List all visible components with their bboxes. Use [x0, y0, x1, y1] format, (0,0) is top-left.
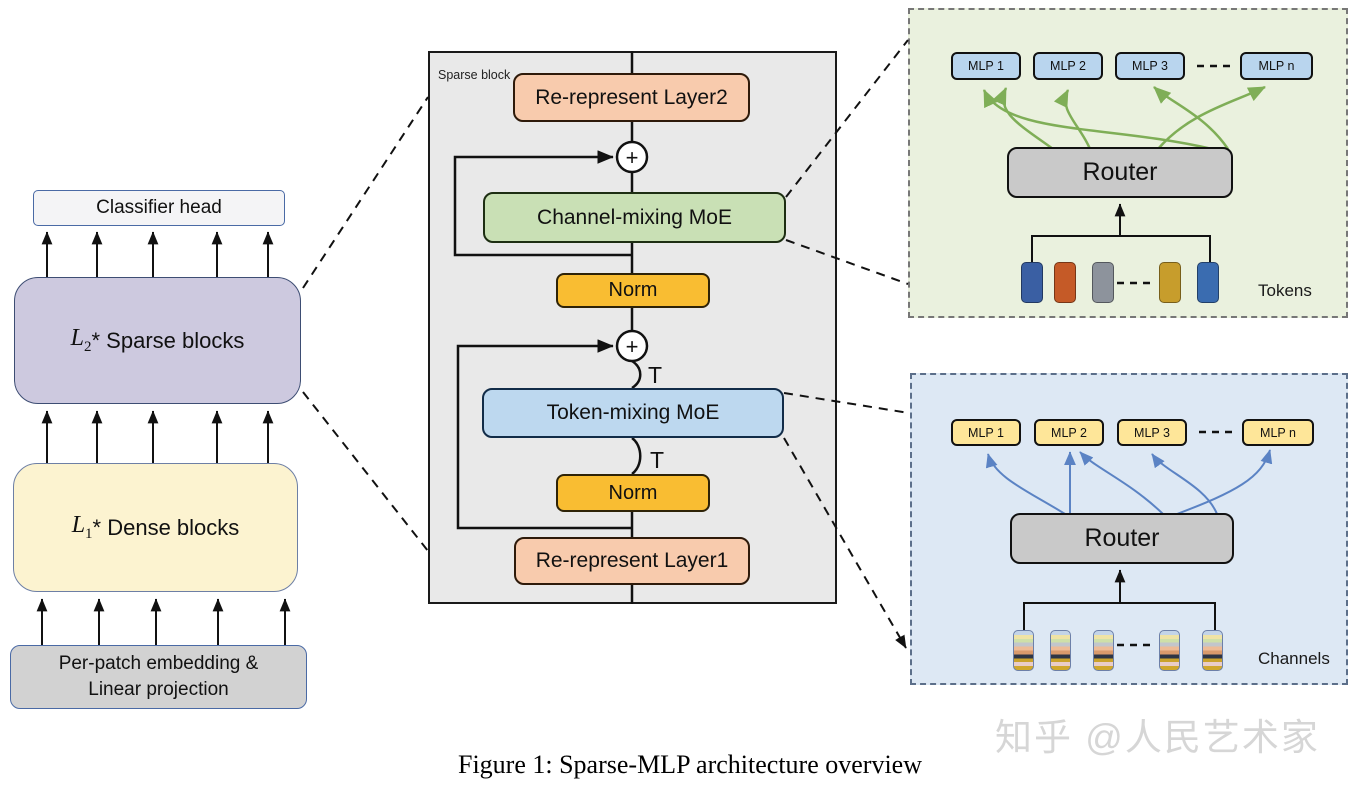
- re-represent-layer2-label: Re-represent Layer2: [535, 85, 728, 109]
- norm-top-box: Norm: [556, 273, 710, 308]
- mlp-box-1: MLP 1: [951, 419, 1021, 446]
- callout-connectors: [302, 39, 910, 649]
- mlp-label: MLP 2: [1051, 425, 1087, 440]
- mlp-box-2: MLP 2: [1033, 52, 1103, 80]
- patch-embedding-line1: Per-patch embedding &: [58, 653, 259, 675]
- plus-icon: +: [626, 145, 639, 170]
- channel-router-box: Router: [1010, 513, 1234, 564]
- mlp-label: MLP 3: [1132, 59, 1168, 73]
- patch-embedding-line2: Linear projection: [88, 679, 229, 700]
- add-circle-bottom: [615, 329, 649, 363]
- router-to-mlp-arrows-blue: [985, 449, 1273, 515]
- channel-chip: [1050, 630, 1071, 671]
- re-represent-layer1-label: Re-represent Layer1: [535, 549, 729, 572]
- add-circle-top: [615, 140, 649, 174]
- channel-chip: [1013, 630, 1034, 671]
- mlp-label: MLP n: [1260, 425, 1296, 440]
- plus-icon: +: [626, 334, 639, 359]
- sparse-block-panel-label: Sparse block: [438, 68, 511, 82]
- token-chip: [1021, 262, 1043, 303]
- mlp-box-n: MLP n: [1240, 52, 1313, 80]
- mlp-label: MLP n: [1258, 59, 1295, 73]
- residual-skip-top: [453, 150, 632, 257]
- transpose-label: T: [650, 447, 664, 473]
- channel-moe-wiring: [985, 430, 1273, 647]
- dense-blocks-label: * Dense blocks: [92, 514, 240, 540]
- mlp-box-1: MLP 1: [951, 52, 1021, 80]
- router-to-mlp-arrows-green: [982, 85, 1266, 151]
- channels-label: Channels: [1258, 649, 1330, 668]
- mlp-box-n: MLP n: [1242, 419, 1314, 446]
- figure-caption: Figure 1: Sparse-MLP architecture overvi…: [457, 750, 922, 779]
- l1-math: L1: [71, 512, 93, 542]
- mlp-label: MLP 2: [1050, 59, 1086, 73]
- mlp-box-3: MLP 3: [1115, 52, 1185, 80]
- mlp-box-3: MLP 3: [1117, 419, 1187, 446]
- re-represent-layer2-box: Re-represent Layer2: [513, 73, 750, 122]
- dense-blocks-box: L1 * Dense blocks: [13, 463, 298, 592]
- channel-mixing-moe-label: Channel-mixing MoE: [537, 205, 732, 229]
- sparse-blocks-box: L2 * Sparse blocks: [14, 277, 301, 404]
- channel-chip: [1202, 630, 1223, 671]
- norm-bottom-label: Norm: [608, 481, 658, 504]
- l2-math: L2: [70, 325, 92, 355]
- add-nodes: + + T T: [615, 140, 664, 473]
- sparse-block-spine: [453, 51, 642, 604]
- token-mixing-moe-box: Token-mixing MoE: [482, 388, 784, 438]
- token-chip: [1197, 262, 1219, 303]
- token-chip: [1054, 262, 1076, 303]
- norm-top-label: Norm: [608, 279, 658, 301]
- channel-chip: [1159, 630, 1180, 671]
- router-label: Router: [1082, 158, 1158, 186]
- stack-arrows: [36, 231, 291, 645]
- mlp-label: MLP 1: [968, 425, 1004, 440]
- channel-mixing-moe-box: Channel-mixing MoE: [483, 192, 786, 243]
- token-chip: [1159, 262, 1181, 303]
- classifier-head-box: Classifier head: [33, 190, 285, 226]
- tokens-label: Tokens: [1258, 281, 1312, 300]
- mlp-box-2: MLP 2: [1034, 419, 1104, 446]
- mlp-label: MLP 3: [1134, 425, 1170, 440]
- channel-chip: [1093, 630, 1114, 671]
- watermark: 知乎 @人民艺术家: [995, 717, 1320, 758]
- token-moe-wiring: [982, 64, 1266, 285]
- token-router-box: Router: [1007, 147, 1233, 198]
- residual-skip-bottom: [456, 339, 632, 530]
- token-mixing-moe-label: Token-mixing MoE: [546, 401, 720, 424]
- sparse-blocks-label: * Sparse blocks: [91, 327, 245, 353]
- mlp-label: MLP 1: [968, 59, 1004, 73]
- patch-embedding-box: Per-patch embedding & Linear projection: [10, 645, 307, 709]
- re-represent-layer1-box: Re-represent Layer1: [514, 537, 750, 585]
- token-chip: [1092, 262, 1114, 303]
- classifier-head-label: Classifier head: [96, 197, 222, 218]
- router-label: Router: [1084, 524, 1160, 552]
- transpose-label: T: [648, 362, 662, 388]
- norm-bottom-box: Norm: [556, 474, 710, 512]
